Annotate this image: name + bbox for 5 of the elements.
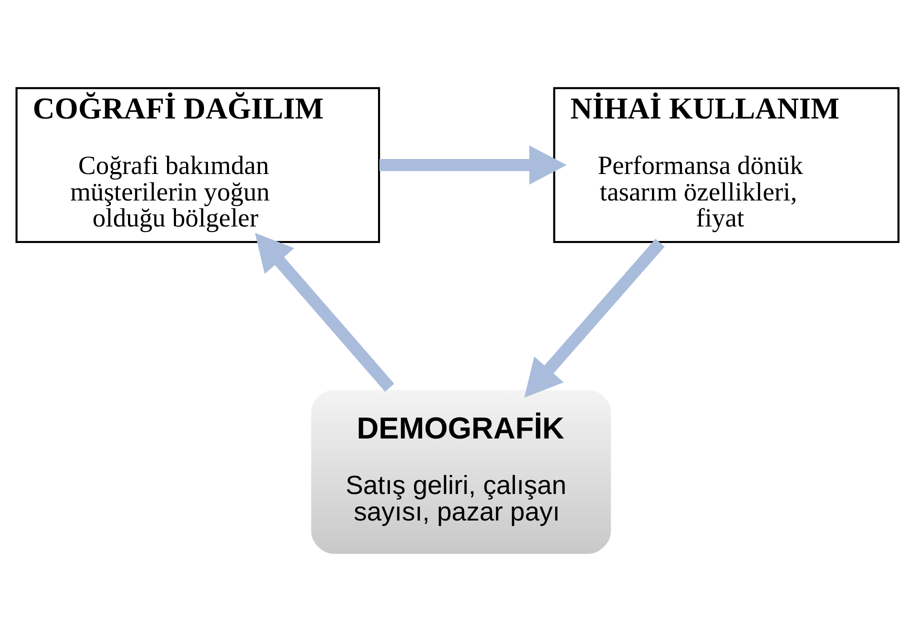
arrow: [379, 144, 567, 184]
arrow: [254, 232, 394, 392]
arrow: [524, 238, 665, 398]
node-box: NİHAİ KULLANIM Performansa dönük tasarım özellikleri, fiyat: [553, 86, 900, 243]
node-box: COĞRAFİ DAĞILIM Coğrafi bakımdan müşterilerin yoğun olduğu bölgeler: [16, 86, 380, 243]
